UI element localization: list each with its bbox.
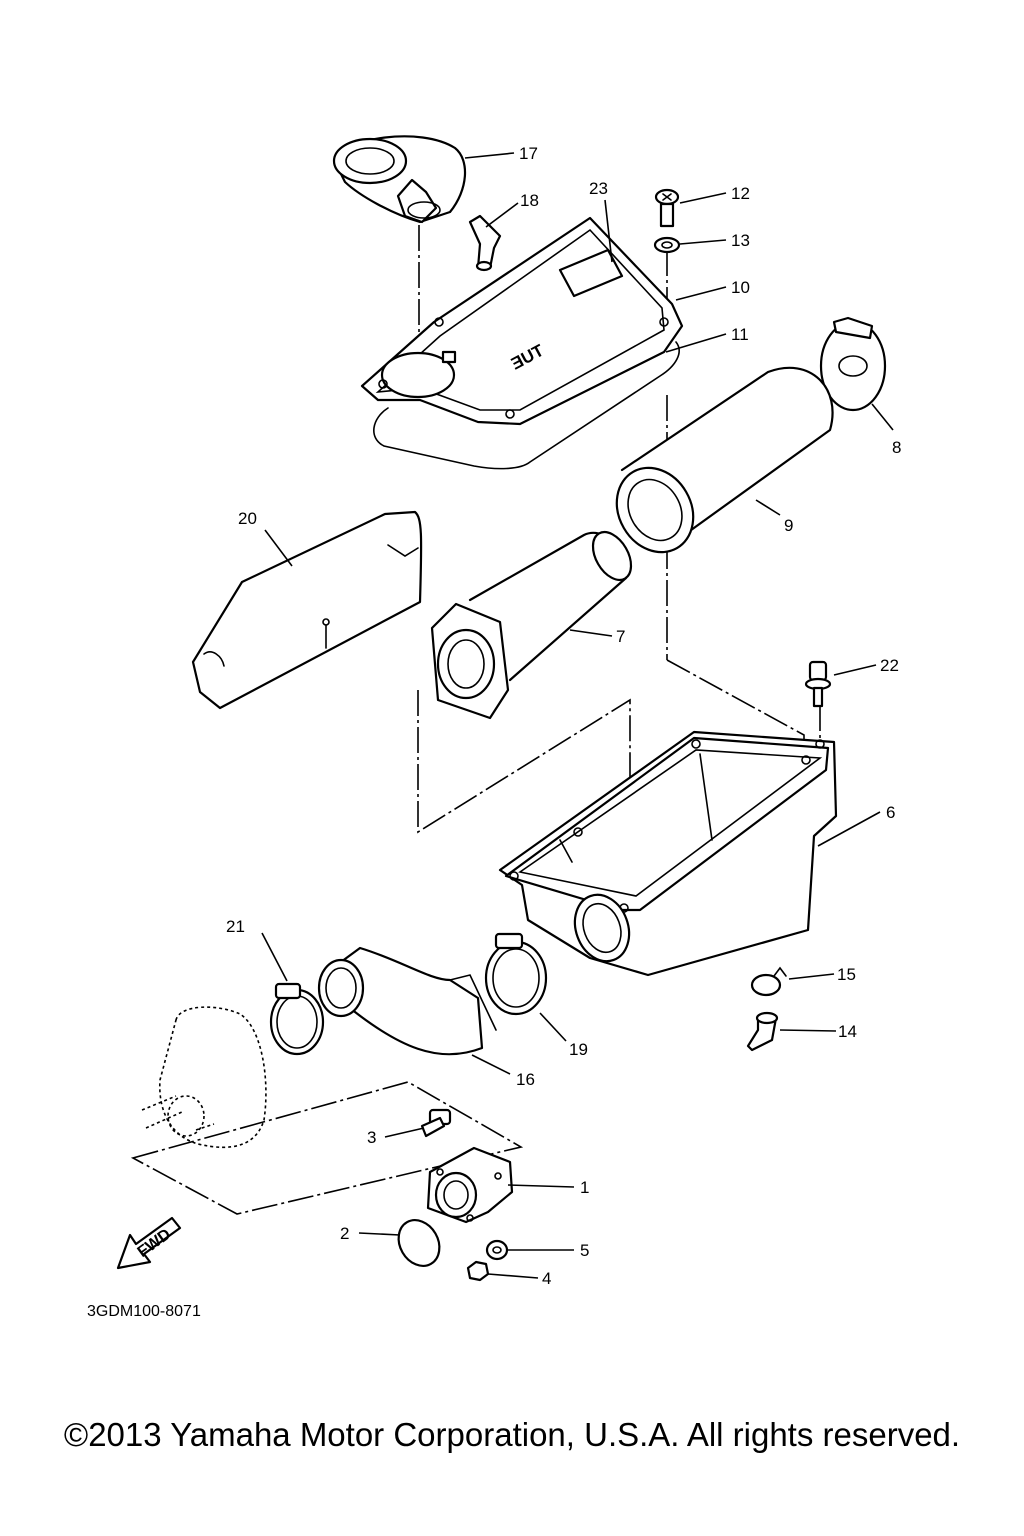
callout-14: 14 bbox=[838, 1022, 857, 1041]
callout-4: 4 bbox=[542, 1269, 551, 1288]
callout-22: 22 bbox=[880, 656, 899, 675]
callout-1: 1 bbox=[580, 1178, 589, 1197]
part-8-end-cap bbox=[819, 316, 887, 412]
part-5-washer bbox=[485, 1239, 509, 1261]
fwd-arrow-icon: FWD bbox=[116, 1216, 182, 1270]
part-12-screw bbox=[654, 188, 680, 228]
part-14-drain-tube bbox=[746, 1011, 779, 1052]
part-3-bolt bbox=[420, 1108, 452, 1138]
callout-8: 8 bbox=[892, 438, 901, 457]
callout-13: 13 bbox=[731, 231, 750, 250]
part-11-gasket bbox=[373, 341, 680, 470]
callout-19: 19 bbox=[569, 1040, 588, 1059]
callout-11: 11 bbox=[731, 325, 749, 344]
callout-15: 15 bbox=[837, 965, 856, 984]
callout-12: 12 bbox=[731, 184, 750, 203]
callout-5: 5 bbox=[580, 1241, 589, 1260]
part-9-filter-element bbox=[615, 366, 834, 554]
callout-numbers: 17 18 23 12 13 10 11 8 9 20 7 22 6 15 14… bbox=[226, 144, 901, 1288]
part-21-clamp bbox=[269, 982, 325, 1056]
callout-6: 6 bbox=[886, 803, 895, 822]
part-15-clamp bbox=[750, 966, 787, 997]
callout-21: 21 bbox=[226, 917, 245, 936]
part-7-intake-duct bbox=[430, 531, 633, 720]
part-22-bolt bbox=[804, 660, 832, 708]
part-23-label bbox=[558, 248, 624, 298]
part-19-clamp bbox=[484, 932, 548, 1016]
part-20-splash-plate bbox=[191, 510, 423, 710]
part-16-joint-hose bbox=[317, 946, 497, 1056]
callout-7: 7 bbox=[616, 627, 625, 646]
copyright-notice: ©2013 Yamaha Motor Corporation, U.S.A. A… bbox=[63, 1416, 961, 1453]
callout-16: 16 bbox=[516, 1070, 535, 1089]
part-6-airbox-case bbox=[498, 730, 838, 977]
callout-3: 3 bbox=[367, 1128, 376, 1147]
callout-23: 23 bbox=[589, 179, 608, 198]
part-13-washer bbox=[653, 236, 681, 254]
part-1-carb-joint bbox=[426, 1146, 514, 1224]
leader-lines bbox=[261, 152, 894, 1279]
part-17-intake-cap bbox=[332, 135, 467, 224]
carburetor-phantom bbox=[141, 1006, 267, 1149]
diagram-code: 3GDM100-8071 bbox=[87, 1303, 201, 1320]
callout-20: 20 bbox=[238, 509, 257, 528]
part-18-elbow-fitting bbox=[468, 214, 502, 272]
callout-9: 9 bbox=[784, 516, 793, 535]
callout-18: 18 bbox=[520, 191, 539, 210]
part-2-o-ring bbox=[397, 1219, 441, 1267]
callout-2: 2 bbox=[340, 1224, 349, 1243]
part-4-nut bbox=[466, 1260, 490, 1282]
callout-10: 10 bbox=[731, 278, 750, 297]
callout-17: 17 bbox=[519, 144, 538, 163]
